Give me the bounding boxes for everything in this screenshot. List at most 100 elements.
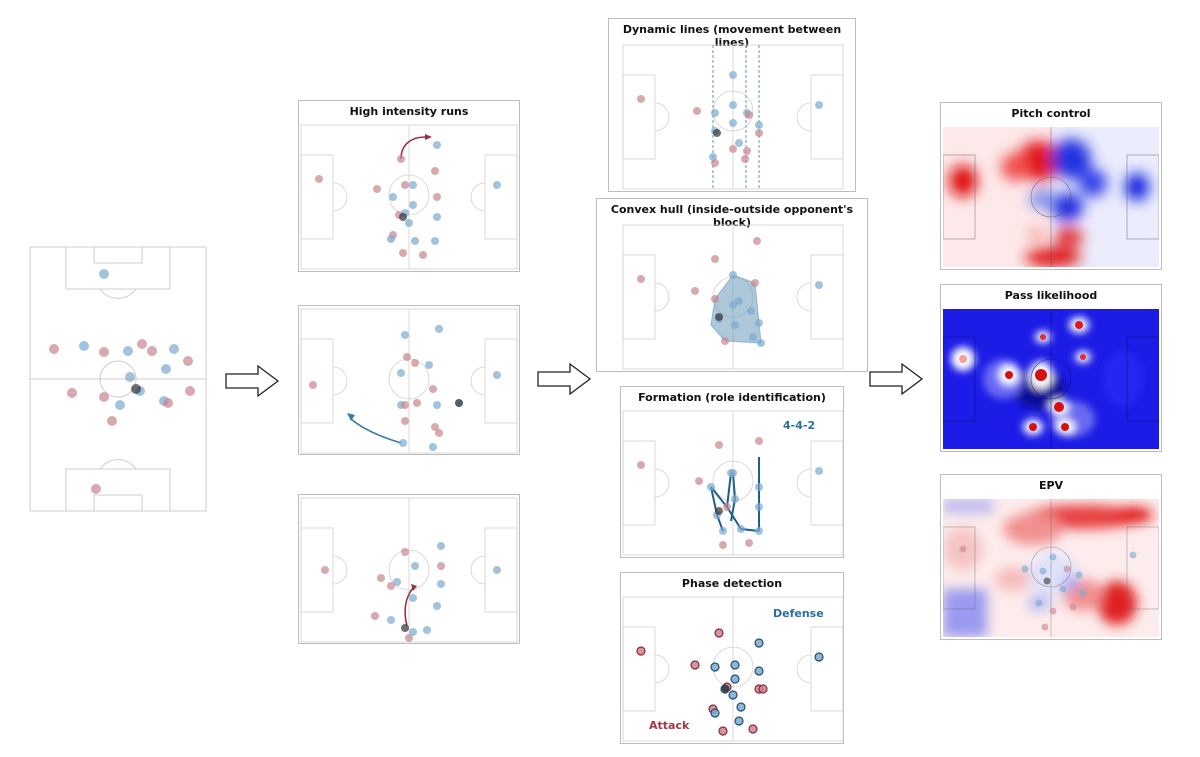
panel-convex-hull: Convex hull (inside-outside opponent's b… xyxy=(596,198,868,372)
player-blue xyxy=(729,119,737,127)
player-blue xyxy=(747,307,755,315)
player-red xyxy=(721,337,729,345)
player-red xyxy=(401,401,409,409)
player-blue xyxy=(405,219,413,227)
player-red xyxy=(755,129,763,137)
player-blue xyxy=(735,139,743,147)
ball xyxy=(401,624,409,632)
player-red xyxy=(373,185,381,193)
player-red xyxy=(309,381,317,389)
player-blue xyxy=(815,467,823,475)
player-blue xyxy=(729,101,737,109)
player-blue xyxy=(1079,589,1087,597)
pitch-control-title: Pitch control xyxy=(1011,107,1091,120)
player-red xyxy=(715,441,723,449)
flow-arrow-3 xyxy=(869,362,924,396)
player-red xyxy=(711,295,719,303)
player-red xyxy=(99,392,109,402)
player-red xyxy=(107,416,117,426)
panel-high-intensity-runs-1: High intensity runs xyxy=(298,100,520,272)
player-blue xyxy=(731,321,739,329)
player-red xyxy=(413,399,421,407)
player-blue xyxy=(411,562,419,570)
player-blue xyxy=(169,344,179,354)
player-blue xyxy=(99,269,109,279)
player-blue xyxy=(399,439,407,447)
player-red xyxy=(437,562,445,570)
convex-hull-title: Convex hull (inside-outside opponent's b… xyxy=(610,203,854,229)
formation-label: 4-4-2 xyxy=(783,419,815,432)
player-blue xyxy=(437,542,445,550)
player-red xyxy=(718,726,728,736)
player-red xyxy=(99,347,109,357)
player-blue xyxy=(815,281,823,289)
player-blue xyxy=(433,141,441,149)
player-blue xyxy=(757,339,765,347)
player-red xyxy=(435,429,443,437)
player-blue xyxy=(1129,551,1137,559)
high-intensity-runs-title: High intensity runs xyxy=(349,105,469,118)
player-blue xyxy=(707,483,715,491)
heatmap-pass-likelihood xyxy=(943,309,1159,449)
phase-attack-label: Attack xyxy=(649,719,690,732)
panel-epv: EPV xyxy=(940,474,1162,640)
pitch-b3 xyxy=(300,497,518,643)
ball xyxy=(399,213,407,221)
player-blue xyxy=(814,652,824,662)
player-red xyxy=(183,356,193,366)
player-blue xyxy=(437,580,445,588)
player-blue xyxy=(728,690,738,700)
player-blue xyxy=(433,602,441,610)
player-red xyxy=(1069,603,1077,611)
ball xyxy=(131,384,141,394)
player-red xyxy=(637,461,645,469)
player-red xyxy=(401,548,409,556)
player-blue xyxy=(423,626,431,634)
player-red xyxy=(431,167,439,175)
player-blue xyxy=(711,109,719,117)
player-blue xyxy=(754,638,764,648)
player-red xyxy=(745,539,753,547)
player-blue xyxy=(755,527,763,535)
pitch-c3: 4-4-2 xyxy=(622,410,844,556)
player-blue xyxy=(389,193,397,201)
input-vertical-pitch xyxy=(28,245,208,513)
player-blue xyxy=(397,369,405,377)
player-red xyxy=(691,287,699,295)
player-red xyxy=(405,634,413,642)
player-blue xyxy=(755,483,763,491)
player-blue xyxy=(1049,553,1057,561)
player-blue xyxy=(754,666,764,676)
player-blue xyxy=(729,71,737,79)
player-blue xyxy=(755,319,763,327)
heatmap-pitch-control xyxy=(943,127,1159,267)
player-blue xyxy=(387,235,395,243)
panel-pitch-control: Pitch control xyxy=(940,102,1162,270)
player-red xyxy=(185,386,195,396)
panel-phase-detection: Phase detection Defense Attack xyxy=(620,572,844,744)
player-blue xyxy=(737,525,745,533)
player-blue xyxy=(493,181,501,189)
player-blue xyxy=(710,662,720,672)
pitch-b1 xyxy=(300,124,518,270)
pitch-c1 xyxy=(622,44,844,190)
player-blue xyxy=(409,181,417,189)
player-red xyxy=(755,437,763,445)
player-blue xyxy=(749,333,757,341)
player-blue xyxy=(731,495,739,503)
player-red xyxy=(711,255,719,263)
ball xyxy=(715,313,723,321)
ball xyxy=(1043,577,1051,585)
player-blue xyxy=(815,101,823,109)
pitch-b2 xyxy=(300,308,518,454)
player-red xyxy=(137,339,147,349)
player-red xyxy=(723,503,731,511)
player-red xyxy=(371,612,379,620)
player-red xyxy=(1049,607,1057,615)
ball xyxy=(455,399,463,407)
player-red xyxy=(401,417,409,425)
ball xyxy=(713,129,721,137)
player-red xyxy=(743,147,751,155)
player-red xyxy=(377,574,385,582)
player-blue xyxy=(1035,599,1043,607)
